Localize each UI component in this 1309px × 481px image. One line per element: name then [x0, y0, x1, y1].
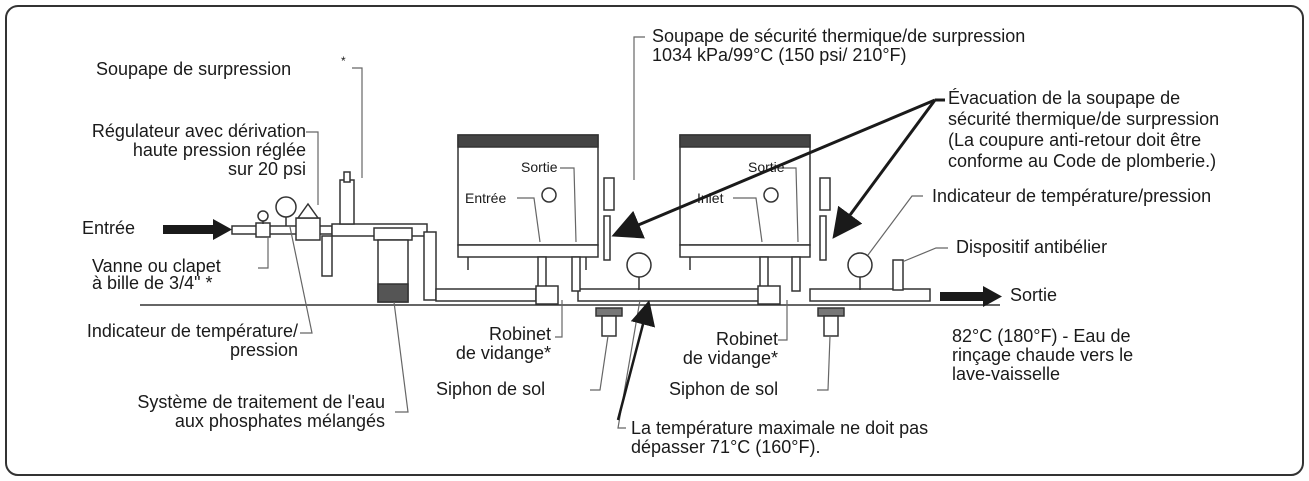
label-unit1-sortie: Sortie	[521, 159, 558, 175]
label-evacuation-line2: sécurité thermique/de surpression	[948, 109, 1220, 129]
leader-lines	[258, 36, 948, 429]
label-robinet-2-line2: de vidange*	[682, 348, 778, 368]
label-systeme-traitement: Système de traitement de l'eau aux phosp…	[137, 393, 385, 431]
label-systeme-traitement-line2: aux phosphates mélangés	[174, 411, 385, 431]
label-evacuation-line4: conforme au Code de plomberie.)	[948, 151, 1217, 171]
label-temperature-max-line2: dépasser 71°C (160°F).	[631, 437, 821, 457]
frame-border	[5, 5, 1304, 476]
inlet-piping	[231, 171, 931, 303]
heater-unit-2	[679, 134, 904, 337]
label-robinet-1-line2: de vidange*	[455, 343, 551, 363]
label-eau-rincage-line2: rinçage chaude vers le	[952, 345, 1134, 365]
label-regulateur-line3: sur 20 psi	[227, 159, 306, 179]
label-soupape-surpression: Soupape de surpression	[96, 60, 291, 79]
evacuation-arrows	[611, 98, 945, 239]
label-robinet-1: Robinet de vidange*	[456, 325, 551, 363]
temperature-arrow	[616, 300, 656, 421]
label-soupape-securite: Soupape de sécurité thermique/de surpres…	[652, 27, 1025, 65]
label-indicateur-left-line2: pression	[229, 340, 298, 360]
label-robinet-2: Robinet de vidange*	[683, 330, 778, 368]
label-sortie-outlet: Sortie	[1010, 285, 1058, 305]
label-temperature-max: La température maximale ne doit pas dépa…	[631, 419, 928, 457]
label-evacuation-line3: (La coupure anti-retour doit être	[948, 130, 1202, 150]
label-siphon-2: Siphon de sol	[669, 379, 779, 399]
label-vanne: Vanne ou clapet à bille de 3/4" *	[92, 256, 221, 293]
label-soupape-surpression-text: Soupape de surpression	[96, 59, 292, 79]
label-soupape-asterisk: *	[341, 54, 346, 68]
label-unit1-entree: Entrée	[465, 190, 507, 206]
label-eau-rincage-line3: lave-vaisselle	[952, 364, 1061, 384]
outlet-arrow-icon	[940, 286, 1002, 307]
label-evacuation-line1: Évacuation de la soupape de	[948, 88, 1181, 108]
label-regulateur: Régulateur avec dérivation haute pressio…	[92, 122, 306, 179]
label-robinet-1-line1: Robinet	[488, 324, 551, 344]
label-systeme-traitement-line1: Système de traitement de l'eau	[137, 392, 385, 412]
label-vanne-line2: à bille de 3/4" *	[92, 273, 213, 293]
label-indicateur-left: Indicateur de température/ pression	[87, 322, 298, 360]
label-siphon-1: Siphon de sol	[436, 379, 546, 399]
label-temperature-max-line1: La température maximale ne doit pas	[631, 418, 929, 438]
label-entree-inlet: Entrée	[82, 218, 136, 238]
label-indicateur-left-line1: Indicateur de température/	[86, 321, 298, 341]
label-eau-rincage-line1: 82°C (180°F) - Eau de	[952, 326, 1131, 346]
label-regulateur-line2: haute pression réglée	[132, 140, 306, 160]
label-unit2-inlet: Inlet	[697, 190, 724, 206]
label-eau-rincage: 82°C (180°F) - Eau de rinçage chaude ver…	[952, 327, 1133, 384]
label-soupape-securite-line1: Soupape de sécurité thermique/de surpres…	[652, 26, 1026, 46]
label-indicateur-right: Indicateur de température/pression	[932, 186, 1212, 206]
inlet-arrow-icon	[163, 219, 232, 240]
label-soupape-securite-line2: 1034 kPa/99°C (150 psi/ 210°F)	[652, 45, 907, 65]
label-dispositif: Dispositif antibélier	[956, 237, 1108, 257]
label-vanne-line1: Vanne ou clapet	[92, 256, 221, 276]
label-regulateur-line1: Régulateur avec dérivation	[91, 121, 306, 141]
label-robinet-2-line1: Robinet	[715, 329, 778, 349]
label-unit2-sortie: Sortie	[748, 159, 785, 175]
label-evacuation: Évacuation de la soupape de sécurité the…	[948, 88, 1219, 172]
